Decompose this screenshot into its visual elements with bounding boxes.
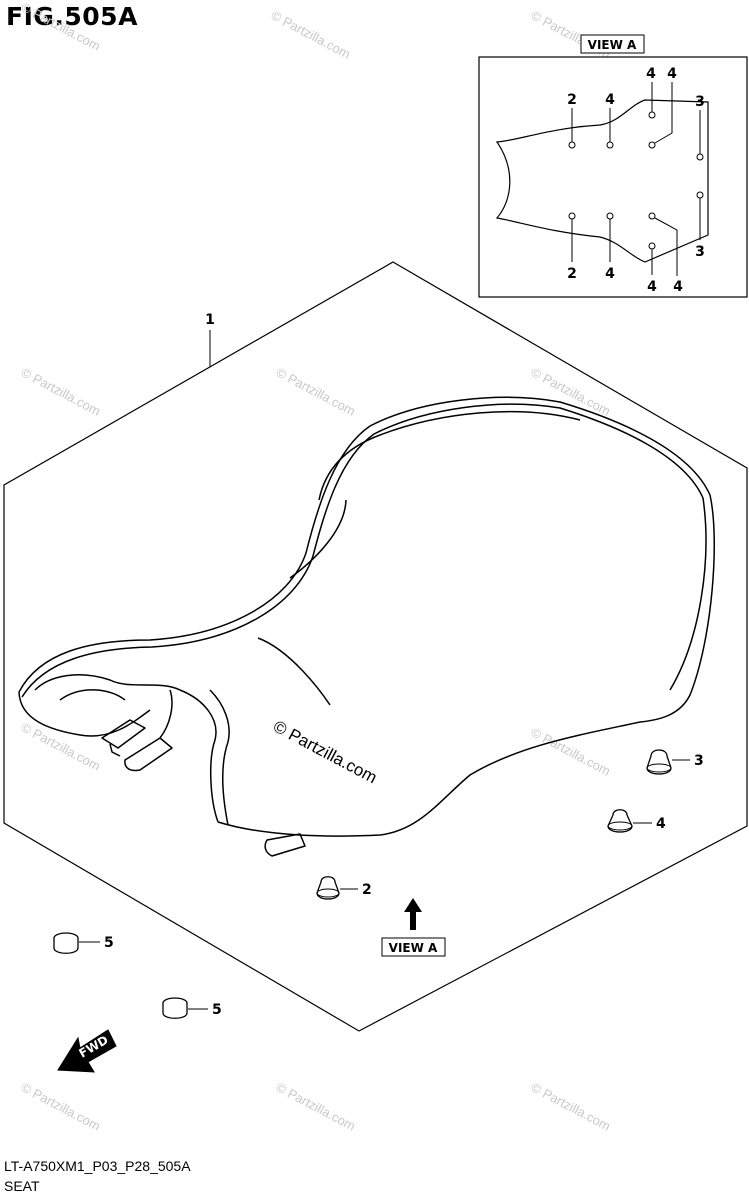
cushion-5a: 5 <box>53 932 114 954</box>
view-a-callout: 4 <box>673 279 683 295</box>
figure-code: LT-A750XM1_P03_P28_505A <box>4 1158 191 1174</box>
seat-drawing <box>18 396 715 857</box>
callout-cushion-5: 5 <box>212 1002 222 1018</box>
callout-cushion-5: 5 <box>104 935 114 951</box>
watermark: © Partzilla.com <box>19 1079 103 1133</box>
cushion-4: 4 <box>607 809 666 833</box>
callout-cushion-4: 4 <box>656 816 666 832</box>
view-a-callout: 2 <box>567 266 577 282</box>
figure-title: FIG.505A <box>6 2 138 31</box>
view-a-callout: 3 <box>695 94 705 110</box>
watermark-center: © Partzilla.com <box>270 717 380 788</box>
view-a-callout: 4 <box>646 66 656 82</box>
cushion-2: 2 <box>316 876 372 900</box>
view-a-callout: 3 <box>695 244 705 260</box>
watermark: © Partzilla.com <box>269 7 353 61</box>
fwd-arrow: FWD <box>57 1029 117 1073</box>
watermark: © Partzilla.com <box>274 1079 358 1133</box>
watermark: © Partzilla.com <box>274 364 358 418</box>
cushion-5b: 5 <box>162 997 222 1019</box>
watermark: © Partzilla.com <box>529 724 613 778</box>
watermark: © Partzilla.com <box>529 1079 613 1133</box>
watermark: © Partzilla.com <box>19 364 103 418</box>
callout-cushion-3: 3 <box>694 753 704 769</box>
view-a-callout: 4 <box>605 266 615 282</box>
watermark: © Partzilla.com <box>19 719 103 773</box>
callout-cushion-2: 2 <box>362 882 372 898</box>
view-a-callout: 4 <box>667 66 677 82</box>
view-a-callout: 4 <box>605 92 615 108</box>
view-a-inset: VIEW A 2 4 4 4 3 2 4 <box>478 34 748 298</box>
view-a-callout: 4 <box>647 279 657 295</box>
figure-name: SEAT <box>4 1178 40 1194</box>
view-a-marker-label: VIEW A <box>389 941 438 955</box>
view-a-callout: 2 <box>567 92 577 108</box>
watermark: © Partzilla.com <box>529 364 613 418</box>
callout-seat: 1 <box>205 312 215 328</box>
view-a-title: VIEW A <box>588 38 637 52</box>
watermark: © Partzilla.com <box>19 0 103 54</box>
assembly-outline: 1 <box>3 261 748 1032</box>
view-a-arrow: VIEW A <box>381 898 446 957</box>
cushion-3: 3 <box>646 749 704 775</box>
